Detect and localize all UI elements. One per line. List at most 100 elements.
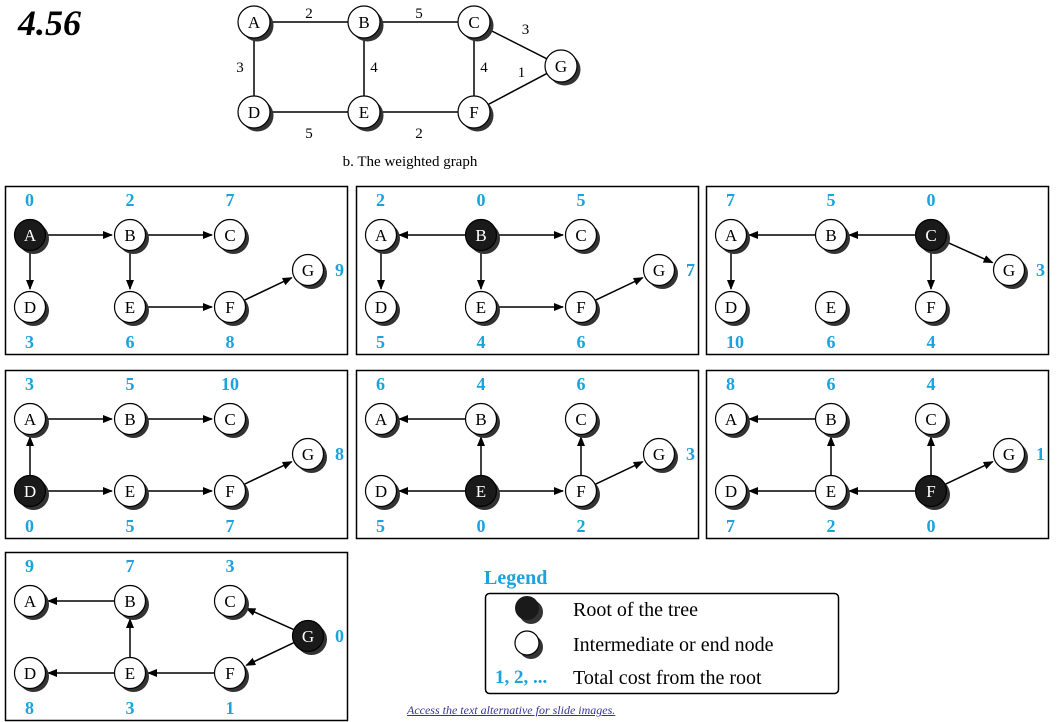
node-label: C (925, 226, 936, 245)
graph-node: D (237, 95, 274, 132)
node-label: E (476, 482, 486, 501)
text-alternative-link[interactable]: Access the text alternative for slide im… (407, 703, 616, 717)
graph-node: C (457, 5, 494, 42)
tree-node: D (714, 290, 750, 326)
node-circle (642, 253, 676, 287)
tree-node: F (213, 474, 249, 510)
node-circle (347, 5, 381, 39)
node-circle (714, 290, 748, 324)
edge-weight: 2 (415, 126, 423, 142)
node-label: F (926, 482, 935, 501)
tree-node: B (464, 402, 500, 438)
cost-label: 7 (226, 516, 235, 536)
node-label: D (248, 103, 260, 122)
cost-label: 4 (927, 332, 936, 352)
node-circle (564, 474, 598, 508)
node-circle (347, 95, 381, 129)
cost-label: 4 (477, 374, 486, 394)
node-circle (714, 218, 748, 252)
root-node-symbol (515, 596, 539, 620)
graph-node: E (347, 95, 384, 132)
node-circle (13, 656, 47, 690)
tree-panel-frame (355, 185, 700, 356)
cost-label: 0 (477, 190, 486, 210)
tree-node: F (564, 290, 600, 326)
node-circle (213, 584, 247, 618)
node-label: B (825, 226, 836, 245)
node-circle (291, 437, 325, 471)
node-label: E (359, 103, 369, 122)
cost-label: 8 (226, 332, 235, 352)
node-circle (544, 49, 578, 83)
cost-label: 4 (477, 332, 486, 352)
node-circle (464, 474, 498, 508)
cost-label: 3 (25, 332, 34, 352)
node-label: F (926, 298, 935, 317)
cost-label: 7 (726, 516, 735, 536)
node-label: D (24, 482, 36, 501)
cost-label: 4 (927, 374, 936, 394)
tree-arrow (245, 607, 294, 631)
tree-node: A (13, 584, 49, 620)
node-circle (364, 402, 398, 436)
node-label: C (224, 592, 235, 611)
legend-label: Intermediate or end node (573, 634, 774, 656)
tree-node: A (364, 402, 400, 438)
node-label: A (725, 410, 738, 429)
node-label: D (725, 482, 737, 501)
node-circle (914, 218, 948, 252)
cost-label: 3 (25, 374, 34, 394)
graph-caption: b. The weighted graph (343, 154, 478, 170)
legend-label: Root of the tree (573, 599, 698, 621)
node-circle (992, 437, 1026, 471)
cost-label: 6 (577, 374, 586, 394)
node-label: G (1003, 261, 1015, 280)
tree-node: D (364, 474, 400, 510)
node-circle (13, 290, 47, 324)
cost-label: 5 (827, 190, 836, 210)
tree-node: B (464, 218, 500, 254)
tree-node: A (13, 218, 49, 254)
node-circle (237, 95, 271, 129)
edge-weight: 4 (480, 60, 488, 76)
legend-box (484, 592, 840, 695)
node-circle (642, 437, 676, 471)
cost-label: 2 (376, 190, 385, 210)
edge-weight: 3 (522, 22, 530, 38)
slide-number: 4.56 (18, 3, 81, 43)
tree-arrow (945, 240, 994, 264)
tree-node: F (213, 290, 249, 326)
node-label: F (225, 298, 234, 317)
node-label: D (375, 482, 387, 501)
node-label: B (825, 410, 836, 429)
node-label: G (302, 627, 314, 646)
node-label: F (576, 298, 585, 317)
tree-node: A (714, 218, 750, 254)
cost-label: 6 (827, 374, 836, 394)
node-label: E (125, 298, 135, 317)
node-circle (464, 402, 498, 436)
cost-label: 8 (726, 374, 735, 394)
tree-node: E (113, 474, 149, 510)
node-label: E (125, 664, 135, 683)
node-circle (814, 218, 848, 252)
graph-node: A (237, 5, 274, 42)
node-circle (364, 290, 398, 324)
tree-node: G (291, 437, 327, 473)
tree-node: A (714, 402, 750, 438)
cost-label: 3 (126, 698, 135, 718)
tree-node: G (642, 253, 678, 289)
node-circle (457, 5, 491, 39)
tree-node: D (13, 656, 49, 692)
node-circle (113, 218, 147, 252)
node-circle (113, 584, 147, 618)
node-label: C (925, 410, 936, 429)
node-circle (914, 474, 948, 508)
tree-node: D (13, 290, 49, 326)
